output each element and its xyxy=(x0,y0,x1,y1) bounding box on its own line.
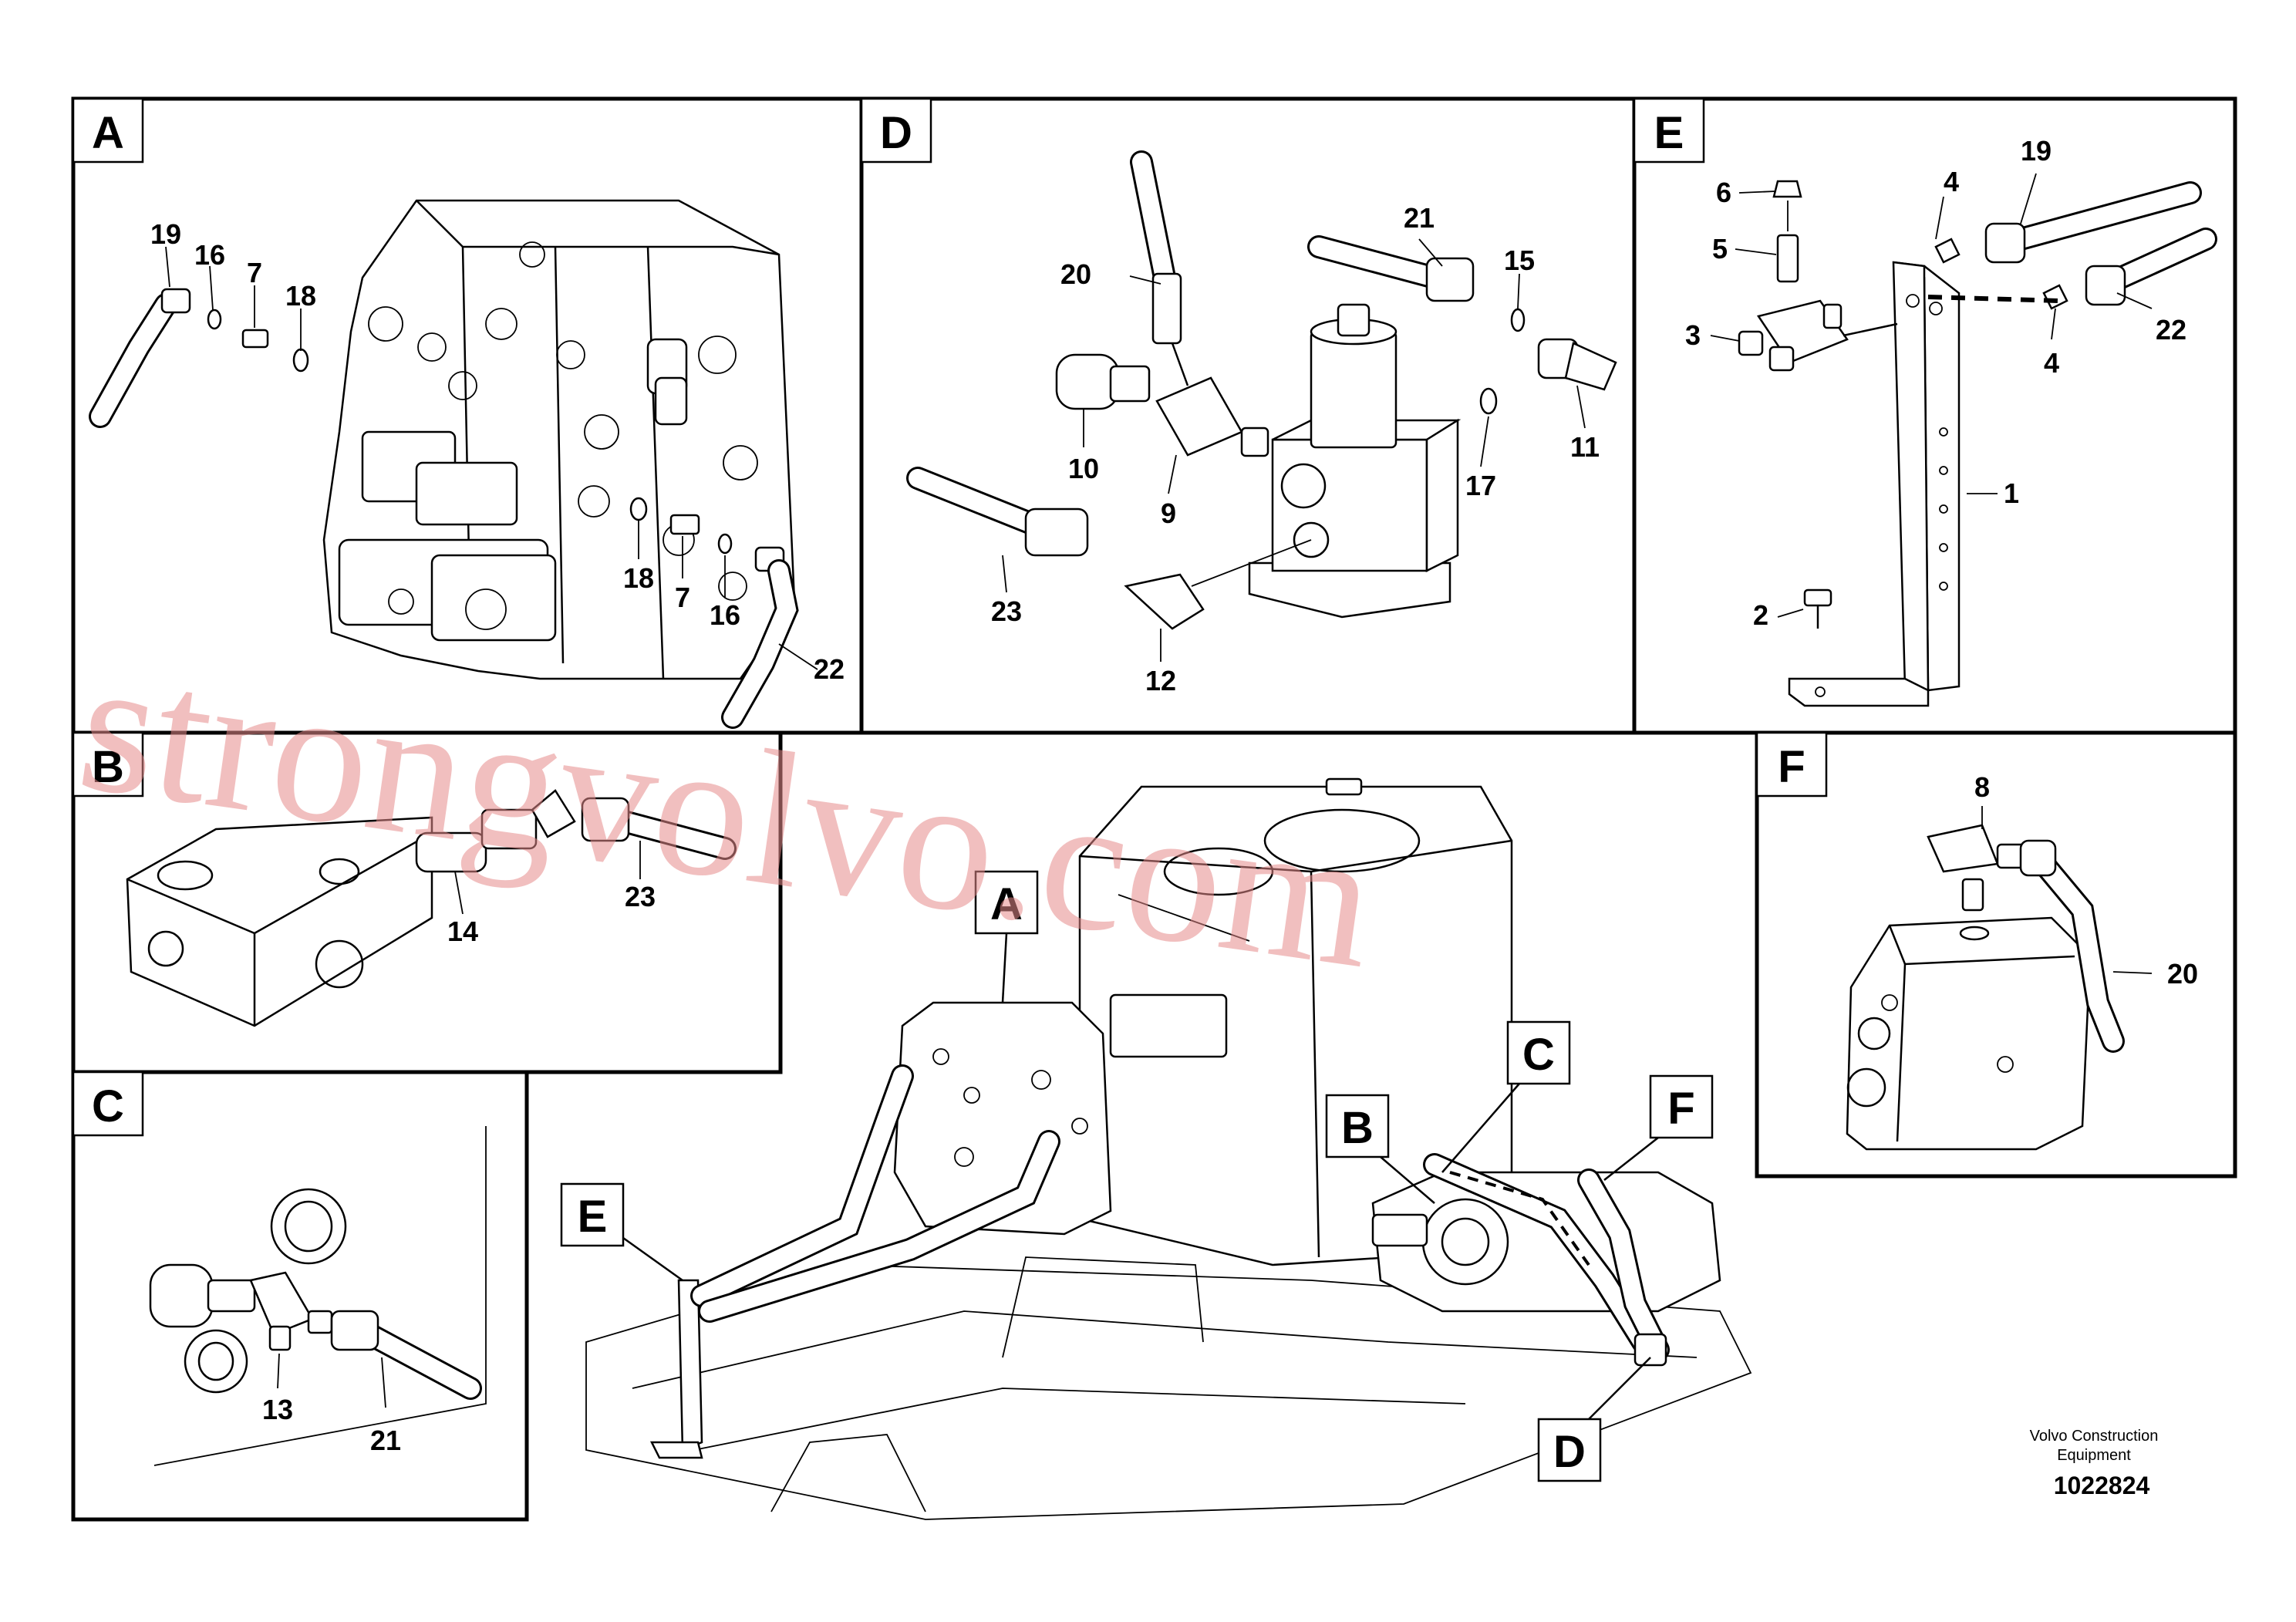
callout-a: A xyxy=(990,879,1023,929)
panel-tag-d: D xyxy=(880,108,912,158)
label-e-2: 4 xyxy=(1944,166,1959,197)
label-d-3: 15 xyxy=(1504,244,1535,276)
label-a-7: 16 xyxy=(710,599,740,631)
label-b-2: 23 xyxy=(625,881,656,912)
panel-b: B 14 23 xyxy=(72,731,737,1027)
label-e-1: 6 xyxy=(1716,177,1731,208)
label-e-9: 2 xyxy=(1753,599,1768,631)
label-e-5: 3 xyxy=(1685,319,1701,351)
callout-d: D xyxy=(1553,1427,1586,1477)
brand-line-1: Volvo Construction xyxy=(2030,1428,2159,1445)
panel-a: A xyxy=(72,97,845,729)
panel-tag-f: F xyxy=(1778,742,1805,792)
overview-assembly xyxy=(585,777,1752,1520)
drawing-number: 1022824 xyxy=(2054,1472,2150,1499)
label-d-9: 12 xyxy=(1145,665,1176,696)
label-c-2: 21 xyxy=(370,1425,401,1456)
label-e-8: 1 xyxy=(2004,477,2019,509)
label-d-1: 20 xyxy=(1060,258,1091,290)
label-d-6: 17 xyxy=(1465,470,1496,501)
label-d-7: 11 xyxy=(1570,431,1600,463)
label-e-7: 4 xyxy=(2044,347,2059,379)
panel-e: E xyxy=(1633,97,2217,707)
label-a-6: 7 xyxy=(675,582,690,613)
label-d-4: 10 xyxy=(1068,453,1099,484)
label-c-1: 13 xyxy=(262,1394,293,1425)
label-a-8: 22 xyxy=(814,653,845,685)
brand-line-2: Equipment xyxy=(2057,1447,2131,1464)
label-b-1: 14 xyxy=(447,916,478,947)
label-a-2: 16 xyxy=(194,239,225,271)
panel-tag-e: E xyxy=(1654,108,1684,158)
panel-tag-c: C xyxy=(92,1081,124,1131)
panel-f: F 8 20 xyxy=(1755,731,2198,1151)
overview-callouts: A B C F E D xyxy=(560,870,1714,1482)
panel-tag-b: B xyxy=(92,742,124,792)
label-a-4: 18 xyxy=(285,280,316,312)
panel-tag-a: A xyxy=(92,108,124,158)
label-e-4: 5 xyxy=(1712,233,1728,265)
callout-c: C xyxy=(1522,1030,1555,1080)
label-d-8: 23 xyxy=(991,595,1022,627)
panel-c: C 13 21 xyxy=(72,1071,487,1466)
callout-f: F xyxy=(1667,1084,1694,1134)
panel-d: D xyxy=(860,97,1617,696)
label-a-5: 18 xyxy=(623,562,654,594)
label-f-2: 20 xyxy=(2167,958,2198,990)
label-f-1: 8 xyxy=(1974,771,1990,803)
footer: Volvo Construction Equipment 1022824 xyxy=(2030,1428,2159,1499)
label-d-5: 9 xyxy=(1161,497,1176,529)
label-d-2: 21 xyxy=(1404,202,1435,234)
label-a-1: 19 xyxy=(150,218,181,250)
label-e-6: 22 xyxy=(2156,314,2186,346)
label-e-3: 19 xyxy=(2021,135,2052,167)
callout-b: B xyxy=(1341,1103,1374,1153)
callout-e: E xyxy=(578,1192,608,1242)
panel-frames xyxy=(71,96,2237,1522)
label-a-3: 7 xyxy=(247,257,262,288)
